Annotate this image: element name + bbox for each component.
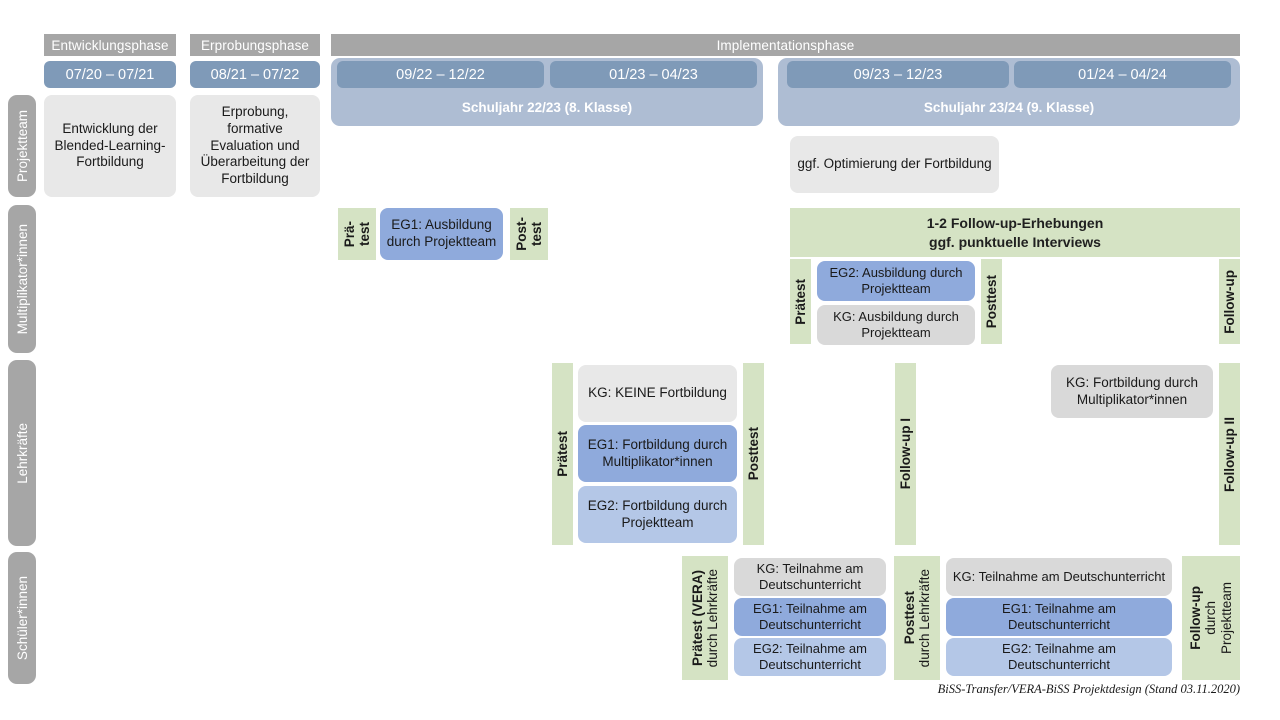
schueler-eg1-1-label: EG1: Teilnahme am Deutschunterricht [753, 600, 867, 632]
phase-header-entwicklungsphase: Entwicklungsphase [44, 34, 176, 56]
multiplikatoren-praetest-1-line2: test [357, 221, 372, 246]
projektteam-entwicklung-box: Entwicklung der Blended-Learning-Fortbil… [44, 95, 176, 197]
multiplikatoren-posttest-1-strip: Post- test [510, 208, 548, 260]
schueler-kg-1-label: KG: Teilnahme am Deutschunterricht [756, 560, 864, 592]
row-label-multiplikatorinnen: Multiplikator*innen [8, 205, 36, 353]
row-label-text: Schüler*innen [14, 575, 30, 661]
projektteam-erprobung-label: Erprobung, formative Evaluation und Über… [200, 103, 310, 187]
period-08-21-07-22: 08/21 – 07/22 [190, 61, 320, 88]
multiplikatoren-followup-banner: 1-2 Follow-up-Erhebungen ggf. punktuelle… [790, 208, 1240, 257]
period-label: 08/21 – 07/22 [210, 66, 300, 83]
multiplikatoren-eg2-label: EG2: Ausbildung durch Projektteam [829, 264, 963, 296]
footnote: BiSS-Transfer/VERA-BiSS Projektdesign (S… [937, 682, 1240, 696]
schueler-eg1-2-box: EG1: Teilnahme am Deutschunterricht [946, 598, 1172, 636]
period-09-22-12-22: 09/22 – 12/22 [337, 61, 544, 88]
multiplikatoren-kg-box: KG: Ausbildung durch Projektteam [817, 305, 975, 345]
period-09-23-12-23: 09/23 – 12/23 [787, 61, 1009, 88]
schueler-followup-main-label: Follow-up [1187, 586, 1203, 650]
period-01-24-04-24: 01/24 – 04/24 [1014, 61, 1231, 88]
schuljahr-label: Schuljahr 23/24 (9. Klasse) [923, 99, 1095, 115]
schueler-eg2-2-label: EG2: Teilnahme am Deutschunterricht [1002, 640, 1116, 672]
schueler-followup-strip: Follow-up durch Projektteam [1182, 556, 1240, 680]
lehrkraefte-followup-1-label: Follow-up I [897, 418, 913, 490]
period-label: 01/23 – 04/23 [609, 66, 698, 83]
schuljahr-label: Schuljahr 22/23 (8. Klasse) [461, 99, 633, 115]
schueler-posttest-sub-label: durch Lehrkräfte [917, 568, 932, 668]
schueler-kg-2-label: KG: Teilnahme am Deutschunterricht [952, 568, 1166, 584]
schueler-eg1-1-box: EG1: Teilnahme am Deutschunterricht [734, 598, 886, 636]
schueler-eg2-1-label: EG2: Teilnahme am Deutschunterricht [753, 640, 867, 672]
projektteam-optimierung-box: ggf. Optimierung der Fortbildung [790, 136, 999, 193]
lehrkraefte-kg-fortbildung-box: KG: Fortbildung durch Multiplikator*inne… [1051, 365, 1213, 418]
multiplikatoren-followup-strip: Follow-up [1219, 259, 1240, 344]
multiplikatoren-praetest-2-label: Prätest [792, 278, 808, 325]
period-label: 09/22 – 12/22 [396, 66, 485, 83]
schueler-praetest-strip: Prätest (VERA) durch Lehrkräfte [682, 556, 728, 680]
followup-banner-line2: ggf. punktuelle Interviews [929, 233, 1101, 250]
schueler-praetest-sub-label: durch Lehrkräfte [705, 568, 720, 668]
lehrkraefte-eg1-box: EG1: Fortbildung durch Multiplikator*inn… [578, 425, 737, 482]
lehrkraefte-kg-keine-label: KG: KEINE Fortbildung [588, 385, 727, 401]
phase-header-label: Implementationsphase [716, 37, 855, 53]
multiplikatoren-praetest-1-strip: Prä- test [338, 208, 376, 260]
lehrkraefte-followup-2-strip: Follow-up II [1219, 363, 1240, 545]
lehrkraefte-followup-2-label: Follow-up II [1221, 416, 1237, 492]
period-01-23-04-23: 01/23 – 04/23 [550, 61, 757, 88]
schueler-eg2-1-box: EG2: Teilnahme am Deutschunterricht [734, 638, 886, 676]
row-label-text: Multiplikator*innen [14, 223, 30, 335]
multiplikatoren-posttest-2-strip: Posttest [981, 259, 1002, 344]
phase-header-label: Entwicklungsphase [51, 37, 169, 53]
lehrkraefte-eg2-label: EG2: Fortbildung durch Projektteam [587, 497, 728, 530]
followup-banner-line1: 1-2 Follow-up-Erhebungen [926, 215, 1104, 232]
schuljahr-2324-group: 09/23 – 12/23 01/24 – 04/24 Schuljahr 23… [778, 58, 1240, 126]
schueler-kg-1-box: KG: Teilnahme am Deutschunterricht [734, 558, 886, 596]
multiplikatoren-posttest-1-line1: Post- [513, 217, 529, 251]
row-label-text: Projektteam [14, 109, 30, 183]
multiplikatoren-posttest-1-line2: test [529, 221, 544, 246]
period-label: 01/24 – 04/24 [1078, 66, 1167, 83]
schueler-followup-sub1-label: durch [1203, 601, 1219, 635]
row-label-lehrkraefte: Lehrkräfte [8, 360, 36, 546]
projektteam-optimierung-label: ggf. Optimierung der Fortbildung [797, 156, 992, 172]
lehrkraefte-eg2-box: EG2: Fortbildung durch Projektteam [578, 486, 737, 543]
multiplikatoren-eg1-box: EG1: Ausbildung durch Projektteam [380, 208, 503, 260]
schueler-posttest-strip: Posttest durch Lehrkräfte [894, 556, 940, 680]
lehrkraefte-praetest-strip: Prätest [552, 363, 573, 545]
lehrkraefte-kg-fortbildung-label: KG: Fortbildung durch Multiplikator*inne… [1065, 374, 1199, 407]
multiplikatoren-eg2-box: EG2: Ausbildung durch Projektteam [817, 261, 975, 301]
schueler-kg-2-box: KG: Teilnahme am Deutschunterricht [946, 558, 1172, 596]
schuljahr-2223-label-wrap: Schuljahr 22/23 (8. Klasse) [331, 90, 763, 124]
schueler-posttest-main-label: Posttest [901, 591, 917, 645]
projektteam-entwicklung-label: Entwicklung der Blended-Learning-Fortbil… [54, 120, 166, 170]
multiplikatoren-praetest-1-line1: Prä- [341, 220, 357, 248]
lehrkraefte-praetest-label: Prätest [554, 431, 570, 477]
period-07-20-07-21: 07/20 – 07/21 [44, 61, 176, 88]
multiplikatoren-kg-label: KG: Ausbildung durch Projektteam [833, 308, 959, 340]
projektteam-erprobung-box: Erprobung, formative Evaluation und Über… [190, 95, 320, 197]
schueler-eg2-2-box: EG2: Teilnahme am Deutschunterricht [946, 638, 1172, 676]
lehrkraefte-posttest-label: Posttest [745, 427, 761, 481]
schueler-praetest-main-label: Prätest (VERA) [689, 569, 705, 667]
lehrkraefte-kg-keine-box: KG: KEINE Fortbildung [578, 365, 737, 422]
period-label: 09/23 – 12/23 [853, 66, 943, 83]
phase-header-implementationsphase: Implementationsphase [331, 34, 1240, 56]
phase-header-label: Erprobungsphase [200, 37, 310, 53]
schueler-eg1-2-label: EG1: Teilnahme am Deutschunterricht [1002, 600, 1116, 632]
row-label-schuelerinnen: Schüler*innen [8, 552, 36, 684]
lehrkraefte-posttest-strip: Posttest [743, 363, 764, 545]
multiplikatoren-followup-label: Follow-up [1221, 269, 1237, 334]
lehrkraefte-followup-1-strip: Follow-up I [895, 363, 916, 545]
period-label: 07/20 – 07/21 [65, 66, 155, 83]
lehrkraefte-eg1-label: EG1: Fortbildung durch Multiplikator*inn… [587, 436, 728, 469]
row-label-projektteam: Projektteam [8, 95, 36, 197]
multiplikatoren-posttest-2-label: Posttest [983, 274, 999, 329]
multiplikatoren-praetest-2-strip: Prätest [790, 259, 811, 344]
schuljahr-2324-label-wrap: Schuljahr 23/24 (9. Klasse) [778, 90, 1240, 124]
row-label-text: Lehrkräfte [14, 422, 30, 484]
phase-header-erprobungsphase: Erprobungsphase [190, 34, 320, 56]
schueler-followup-sub2-label: Projektteam [1218, 581, 1234, 655]
schuljahr-2223-group: 09/22 – 12/22 01/23 – 04/23 Schuljahr 22… [331, 58, 763, 126]
multiplikatoren-eg1-label: EG1: Ausbildung durch Projektteam [386, 217, 497, 249]
